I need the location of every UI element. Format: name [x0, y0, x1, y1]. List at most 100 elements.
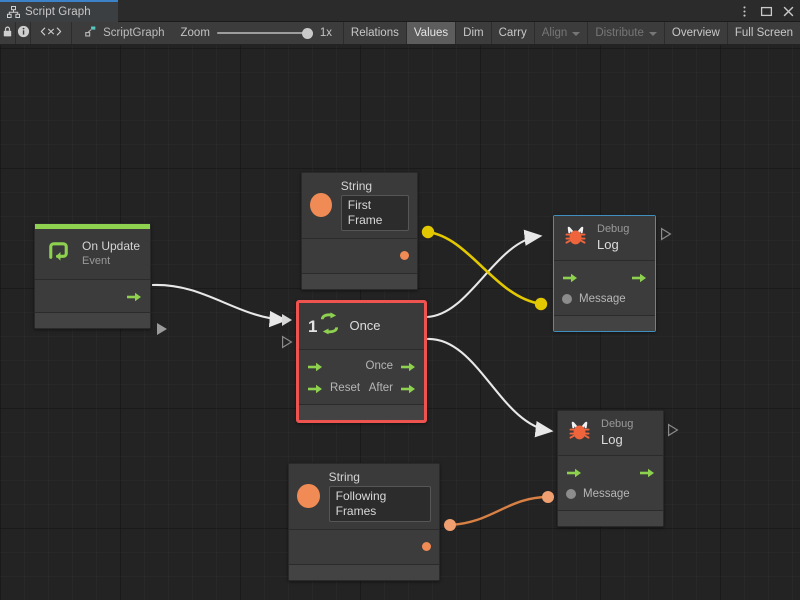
window-controls — [738, 0, 795, 22]
row-left — [562, 271, 578, 283]
node-header-text: String Following Frames — [328, 470, 431, 522]
value-input-port-message[interactable] — [562, 294, 572, 304]
port-label-message: Message — [583, 488, 630, 500]
toolbar-button-align[interactable]: Align — [533, 22, 588, 44]
code-button[interactable] — [31, 22, 73, 44]
lock-button[interactable] — [0, 22, 16, 44]
node-header: Debug Log — [558, 411, 663, 456]
flow-output-port[interactable] — [126, 290, 142, 302]
port-row-message: Message — [558, 483, 663, 505]
node-body — [35, 280, 150, 312]
toolbar-button-relations[interactable]: Relations — [342, 22, 406, 44]
zoom-slider-knob[interactable] — [301, 28, 313, 39]
node-footer — [299, 404, 424, 420]
breadcrumb[interactable]: ScriptGraph — [72, 22, 174, 44]
toolbar-button-values[interactable]: Values — [405, 22, 456, 44]
chevron-down-icon — [648, 32, 657, 36]
row-left — [307, 360, 323, 372]
node-once[interactable]: 1 Once — [296, 300, 427, 423]
node-accent-bar — [35, 224, 150, 229]
flow-input-port[interactable] — [566, 466, 582, 478]
value-output-port[interactable] — [422, 542, 431, 552]
maximize-icon[interactable] — [760, 5, 773, 18]
toolbar-button-overview[interactable]: Overview — [663, 22, 727, 44]
zoom-slider-track — [216, 32, 313, 34]
toolbar-button-carry[interactable]: Carry — [490, 22, 534, 44]
wire-on-update-to-once[interactable] — [151, 283, 288, 328]
row-left: Message — [566, 488, 630, 500]
node-body: Once — [299, 350, 424, 404]
once-badge-group: 1 — [308, 312, 340, 340]
row-left: Message — [562, 293, 626, 305]
string-value-field[interactable]: Following Frames — [328, 485, 431, 522]
once-arrows-icon — [319, 312, 340, 340]
port-row-value-out — [289, 535, 439, 559]
flow-input-port[interactable] — [562, 271, 578, 283]
node-on-update[interactable]: On Update Event — [34, 223, 151, 329]
wire-string-first-to-message[interactable] — [427, 230, 542, 306]
flow-output-port-once[interactable] — [400, 360, 416, 372]
connector-triangle-debug-top-out[interactable] — [660, 227, 672, 246]
port-label-message: Message — [579, 293, 626, 305]
zoom-slider[interactable] — [216, 26, 313, 40]
wire-once-to-debug-top[interactable] — [426, 229, 543, 319]
row-right — [422, 542, 431, 552]
node-footer — [302, 272, 417, 289]
node-title: String — [328, 470, 360, 484]
port-row-reset-after: Reset After — [299, 377, 424, 399]
port-row-message: Message — [554, 288, 655, 310]
node-header: String Following Frames — [289, 464, 439, 530]
node-body — [302, 238, 417, 273]
flow-output-port[interactable] — [631, 271, 647, 283]
kebab-menu-icon[interactable] — [738, 5, 751, 18]
value-input-port-message[interactable] — [566, 489, 576, 499]
connector-triangle-reset-in-empty[interactable] — [281, 335, 293, 354]
node-debug-log-bottom[interactable]: Debug Log — [557, 410, 664, 527]
toolbar-button-distribute-label: Distribute — [595, 27, 644, 39]
wire-endpoint-target — [534, 297, 548, 311]
flow-input-port-reset[interactable] — [307, 382, 323, 394]
node-header: 1 Once — [299, 303, 424, 350]
info-icon — [17, 25, 30, 41]
wire-endpoint-source — [421, 225, 435, 239]
toolbar-button-distribute[interactable]: Distribute — [587, 22, 664, 44]
graph-canvas[interactable]: On Update Event — [0, 45, 800, 600]
flow-input-port[interactable] — [307, 360, 323, 372]
node-body: Message — [554, 261, 655, 315]
port-row-flow-out — [35, 285, 150, 307]
connector-triangle-debug-bottom-out[interactable] — [667, 423, 679, 442]
zoom-value: 1x — [319, 27, 333, 39]
node-debug-log-top[interactable]: Debug Log — [553, 215, 656, 332]
port-row-flow — [554, 266, 655, 288]
string-value-field[interactable]: First Frame — [340, 194, 409, 231]
flow-output-port[interactable] — [639, 466, 655, 478]
debug-bug-icon — [567, 418, 592, 448]
node-string-first-frame[interactable]: String First Frame — [301, 172, 418, 290]
node-body — [289, 529, 439, 564]
lock-icon — [1, 25, 14, 41]
zoom-control: Zoom 1x — [175, 22, 343, 44]
info-button[interactable] — [15, 22, 32, 44]
node-title: Once — [349, 318, 381, 334]
port-label-reset: Reset — [330, 382, 361, 394]
flow-output-port-after[interactable] — [400, 382, 416, 394]
toolbar-button-full-screen[interactable]: Full Screen — [726, 22, 800, 44]
node-string-following-frames[interactable]: String Following Frames — [288, 463, 440, 581]
code-brackets-icon — [37, 25, 65, 41]
toolbar-button-align-label: Align — [541, 27, 568, 39]
toolbar-button-dim[interactable]: Dim — [455, 22, 490, 44]
wire-after-to-debug-bottom[interactable] — [426, 337, 554, 438]
wire-endpoint-source — [444, 519, 456, 531]
node-header-text: Debug Log — [601, 418, 633, 447]
wire-string-following-to-message[interactable] — [449, 495, 549, 527]
on-update-loop-icon — [44, 237, 73, 271]
close-icon[interactable] — [782, 5, 795, 18]
tab-script-graph[interactable]: Script Graph — [0, 0, 118, 22]
node-title: Debug — [601, 418, 634, 431]
value-output-port[interactable] — [400, 251, 409, 261]
connector-triangle-on-update-out — [156, 322, 168, 341]
port-label-once-out: Once — [365, 360, 394, 372]
tab-label: Script Graph — [25, 6, 91, 18]
node-title: On Update — [82, 239, 141, 254]
